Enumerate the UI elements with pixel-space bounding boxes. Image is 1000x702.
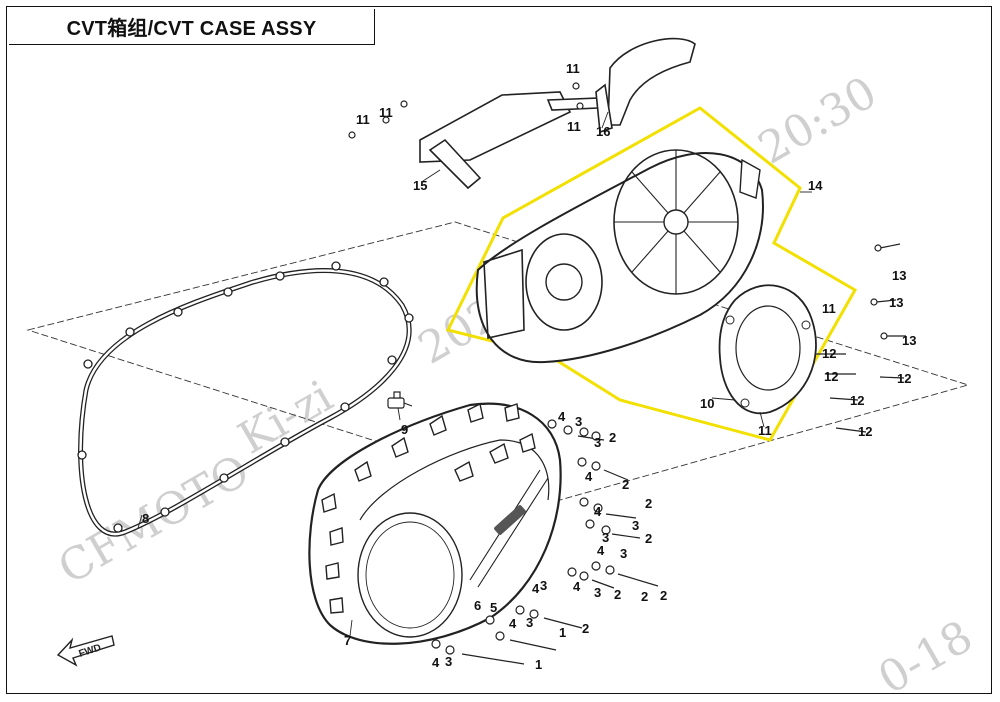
callout-11: 11 (758, 423, 772, 438)
leader-lines (137, 111, 812, 637)
callout-3: 3 (445, 654, 452, 669)
title-block: CVT箱组/CVT CASE ASSY (9, 9, 375, 45)
cvt-inner-case (475, 149, 764, 364)
callout-4: 4 (558, 409, 566, 424)
callout-12: 12 (824, 369, 838, 384)
callout-3: 3 (575, 414, 582, 429)
callout-3: 3 (602, 530, 609, 545)
callout-2: 2 (609, 430, 616, 445)
duct-bracket (595, 37, 696, 134)
callout-7: 7 (344, 633, 351, 648)
callout-3: 3 (526, 615, 533, 630)
bolt-group-13 (870, 243, 906, 340)
callout-4: 4 (594, 504, 602, 519)
callout-2: 2 (641, 589, 648, 604)
forward-direction-arrow: FWD (56, 635, 115, 667)
callout-12: 12 (858, 424, 872, 439)
callout-2: 2 (645, 531, 652, 546)
callout-6: 6 (474, 598, 481, 613)
mounting-bracket (419, 91, 601, 190)
callout-11: 11 (567, 119, 581, 134)
inspection-cover-plate (718, 284, 817, 415)
callout-11: 11 (356, 112, 370, 127)
inner-case-highlight (445, 106, 858, 442)
callout-3: 3 (594, 585, 601, 600)
speed-sensor (387, 391, 413, 409)
callout-10: 10 (700, 396, 714, 411)
callout-2: 2 (660, 588, 667, 603)
callout-16: 16 (596, 124, 610, 139)
callout-5: 5 (490, 600, 497, 615)
callout-11: 11 (566, 61, 580, 76)
assembly-plane-outline (26, 221, 970, 501)
cvt-outer-cover (308, 402, 562, 645)
callout-3: 3 (540, 578, 547, 593)
callout-13: 13 (889, 295, 903, 310)
callout-11: 11 (379, 105, 393, 120)
callout-12: 12 (850, 393, 864, 408)
callout-4: 4 (432, 655, 440, 670)
callout-2: 2 (622, 477, 629, 492)
callout-13: 13 (902, 333, 916, 348)
callout-15: 15 (413, 178, 427, 193)
callout-9: 9 (401, 422, 408, 437)
callout-1: 1 (559, 625, 566, 640)
callout-3: 3 (632, 518, 639, 533)
callout-1: 1 (535, 657, 542, 672)
callout-4: 4 (532, 581, 540, 596)
callout-13: 13 (892, 268, 906, 283)
callout-12: 12 (822, 346, 836, 361)
watermark-text: 20:30 (750, 67, 885, 175)
callout-4: 4 (597, 543, 605, 558)
callout-3: 3 (620, 546, 627, 561)
callout-8: 8 (142, 511, 149, 526)
callout-4: 4 (573, 579, 581, 594)
drawing-frame (6, 6, 992, 694)
watermark-text: Ki-zi (230, 371, 341, 465)
callout-14: 14 (808, 178, 823, 193)
callout-2: 2 (614, 587, 621, 602)
watermark-layer: CFMOTO Ki-zi 2022- 20:30 0-18 (50, 67, 981, 702)
bolt-group-12 (816, 353, 905, 433)
callout-3: 3 (594, 435, 601, 450)
callout-4: 4 (585, 469, 593, 484)
callout-11: 11 (822, 301, 836, 316)
fastener-bolts (348, 82, 906, 665)
brand-emblem (494, 505, 526, 535)
page-title: CVT箱组/CVT CASE ASSY (66, 18, 317, 40)
belt-cover-gasket (77, 261, 414, 537)
callout-12: 12 (897, 371, 911, 386)
callout-2: 2 (645, 496, 652, 511)
watermark-text: 0-18 (870, 611, 981, 702)
callout-4: 4 (509, 616, 517, 631)
callout-2: 2 (582, 621, 589, 636)
bolt-group-lower (431, 419, 659, 665)
